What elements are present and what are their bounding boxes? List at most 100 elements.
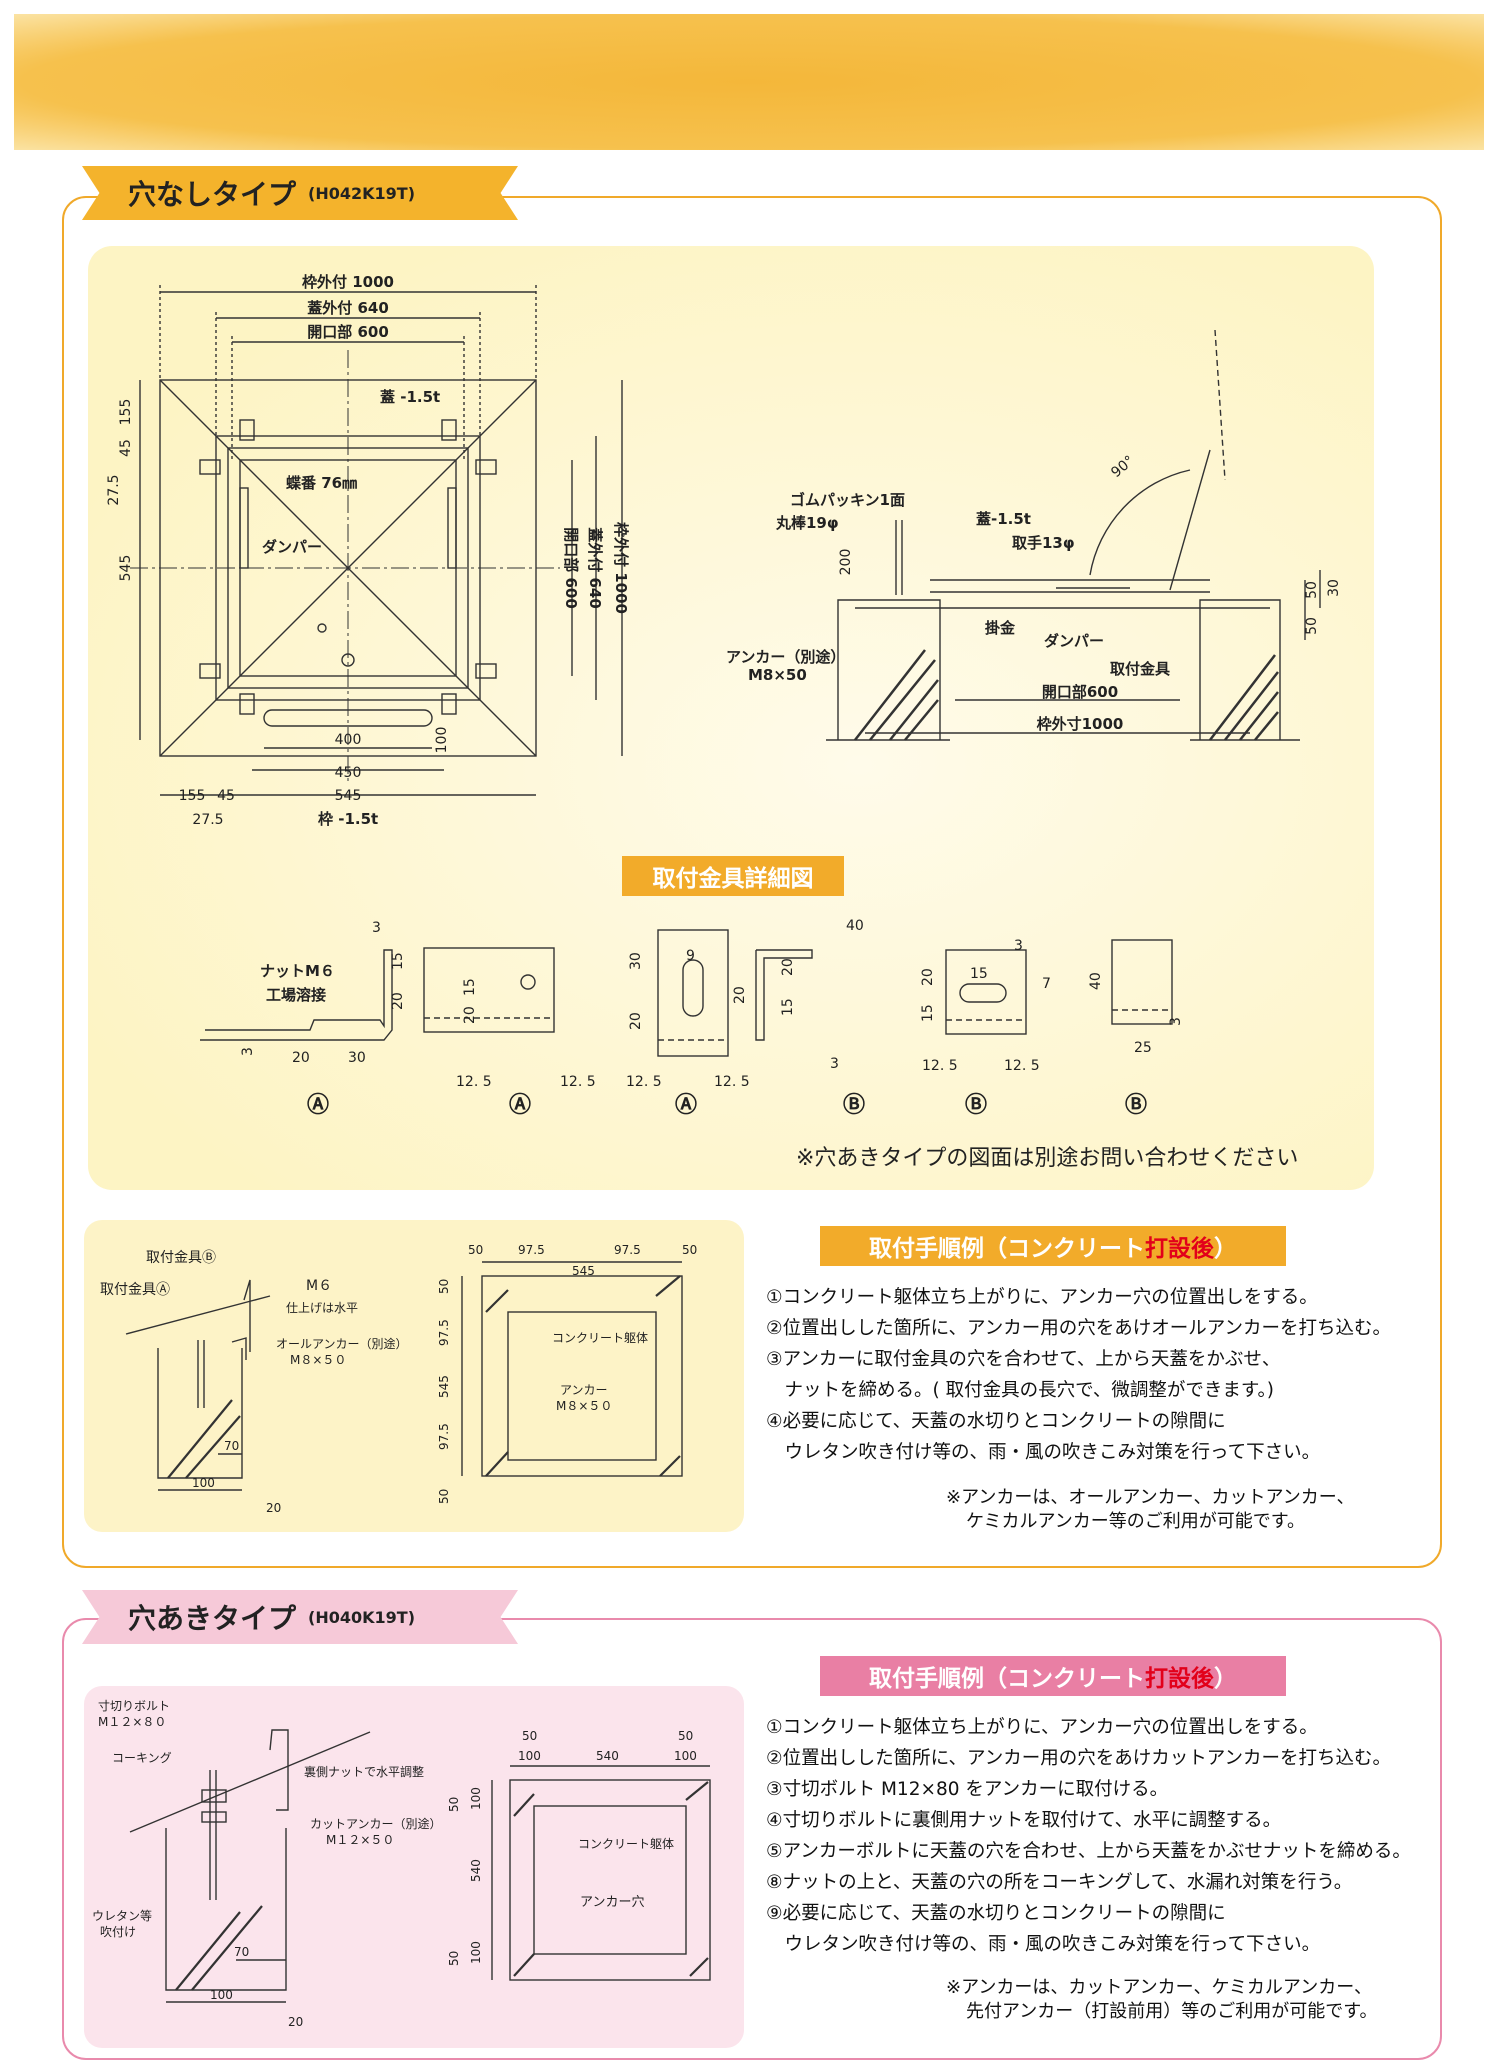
- detail-a2-15: 15: [462, 978, 478, 996]
- inst-b-top-50b: 50: [678, 1729, 693, 1743]
- type-b-proc-heading-pre: 取付手順例（コンクリート: [869, 1666, 1145, 1692]
- top-banner: [14, 14, 1484, 150]
- detail-nut: ナットM６: [260, 962, 335, 980]
- type-a-proc-heading-post: ）: [1214, 1236, 1237, 1262]
- inst-a-anchor-size: M８×５０: [290, 1353, 346, 1367]
- inst-b-d100: 100: [210, 1988, 233, 2002]
- inst-a-finish: 仕上げは水平: [286, 1301, 358, 1315]
- inst-b-concrete: コンクリート躯体: [578, 1836, 674, 1851]
- detail-a2-125b: 12. 5: [560, 1074, 596, 1090]
- detail-b2-7: 7: [1042, 976, 1051, 992]
- bracket-detail-heading: 取付金具詳細図: [622, 856, 844, 896]
- detail-b1-3: 3: [830, 1056, 839, 1072]
- type-b-anchor-note-1: ※アンカーは、カットアンカー、ケミカルアンカー、: [946, 1977, 1373, 1998]
- type-b-step-4: ④寸切りボルトに裏側用ナットを取付けて、水平に調整する。: [766, 1810, 1282, 1831]
- type-a-title: 穴なしタイプ: [128, 178, 297, 211]
- inst-b-cut-size: M１２×５０: [326, 1833, 394, 1847]
- type-b-step-5: ⑤アンカーボルトに天蓋の穴を合わせ、上から天蓋をかぶせナットを締める。: [766, 1841, 1411, 1862]
- type-a-anchor-note-2: ケミカルアンカー等のご利用が可能です。: [966, 1511, 1305, 1532]
- detail-b3-40: 40: [1088, 972, 1104, 990]
- section-lid: 蓋-1.5t: [976, 510, 1031, 528]
- type-a-proc-heading-red: 打設後: [1145, 1236, 1214, 1262]
- detail-a2-20: 20: [462, 1006, 478, 1024]
- detail-weld: 工場溶接: [266, 986, 326, 1004]
- inst-b-urethane: ウレタン等: [92, 1909, 152, 1923]
- section-frame: 枠外寸1000: [1037, 715, 1124, 733]
- detail-b2-15v: 15: [920, 1004, 936, 1022]
- inst-b-top-540: 540: [596, 1749, 619, 1763]
- type-b-code: (H040K19T): [308, 1607, 416, 1627]
- inst-a-anc: アンカー: [560, 1383, 608, 1397]
- plan-side-opening: 開口部 600: [562, 527, 580, 609]
- detail-b2-125b: 12. 5: [1004, 1058, 1040, 1074]
- plan-dim-450: 450: [335, 765, 362, 781]
- detail-b2-20: 20: [920, 968, 936, 986]
- type-a-anchor-note-1: ※アンカーは、オールアンカー、カットアンカー、: [946, 1487, 1355, 1508]
- detail-a1-20: 20: [292, 1050, 310, 1066]
- type-b-proc-heading-red: 打設後: [1145, 1666, 1214, 1692]
- plan-dim-45: 45: [118, 439, 134, 457]
- section-anchor-size: M8×50: [748, 666, 807, 684]
- section-dim-50b: 50: [1304, 617, 1320, 635]
- plan-bottom-45: 45: [217, 788, 235, 804]
- plan-lid-outer: 蓋外付 640: [307, 299, 389, 317]
- detail-a3-125b: 12. 5: [714, 1074, 750, 1090]
- section-dim-200: 200: [838, 549, 854, 576]
- detail-a1-20v: 20: [390, 992, 406, 1010]
- detail-a3-9: 9: [686, 948, 695, 964]
- detail-label-a3: Ⓐ: [675, 1092, 697, 1118]
- inst-a-anchor: オールアンカー（別途）: [276, 1336, 408, 1351]
- inst-a-left-50a: 50: [437, 1279, 451, 1294]
- type-b-procedure-heading: 取付手順例（コンクリート打設後）: [820, 1656, 1286, 1696]
- type-a-code: (H042K19T): [308, 183, 416, 203]
- inst-a-anc-size: M８×５０: [556, 1399, 612, 1413]
- type-a-step-4: ナットを締める。( 取付金具の長穴で、微調整ができます。): [766, 1380, 1274, 1401]
- inst-b-d20: 20: [288, 2015, 303, 2029]
- detail-b1-20: 20: [780, 958, 796, 976]
- detail-a1-15: 15: [390, 952, 406, 970]
- detail-b3-3: 3: [1168, 1017, 1184, 1026]
- type-b-inquiry-note: ※穴あきタイプの図面は別途お問い合わせください: [796, 1146, 1299, 1171]
- plan-side-lid: 蓋外付 640: [586, 527, 604, 609]
- inst-b-top-100b: 100: [674, 1749, 697, 1763]
- plan-damper: ダンパー: [262, 538, 322, 556]
- type-a-drawing-area: [88, 246, 1374, 1190]
- inst-a-top-50a: 50: [468, 1243, 483, 1257]
- plan-lid-thickness: 蓋 -1.5t: [380, 388, 440, 406]
- plan-dim-100: 100: [434, 727, 450, 754]
- detail-b2-125a: 12. 5: [922, 1058, 958, 1074]
- inst-a-d70: 70: [224, 1439, 239, 1453]
- detail-label-b3: Ⓑ: [1125, 1092, 1147, 1118]
- type-a-step-6: ウレタン吹き付け等の、雨・風の吹きこみ対策を行って下さい。: [766, 1442, 1321, 1463]
- section-bracket: 取付金具: [1110, 660, 1170, 678]
- inst-a-concrete: コンクリート躯体: [552, 1330, 648, 1345]
- type-a-install-area: [84, 1220, 744, 1532]
- type-a-step-5: ④必要に応じて、天蓋の水切りとコンクリートの隙間に: [766, 1411, 1226, 1432]
- inst-b-cut-anchor: カットアンカー（別途）: [310, 1816, 442, 1831]
- inst-b-left-100b: 100: [469, 1941, 483, 1964]
- type-b-step-6: ⑧ナットの上と、天蓋の穴の所をコーキングして、水漏れ対策を行う。: [766, 1872, 1353, 1893]
- section-dim-50a: 50: [1304, 581, 1320, 599]
- type-b-steps: ①コンクリート躯体立ち上がりに、アンカー穴の位置出しをする。 ②位置出しした箇所…: [766, 1712, 1411, 1960]
- type-a-step-2: ②位置出しした箇所に、アンカー用の穴をあけオールアンカーを打ち込む。: [766, 1318, 1392, 1339]
- inst-b-top-100a: 100: [518, 1749, 541, 1763]
- type-a-steps: ①コンクリート躯体立ち上がりに、アンカー穴の位置出しをする。 ②位置出しした箇所…: [766, 1282, 1391, 1468]
- plan-hinge: 蝶番 76㎜: [286, 474, 357, 492]
- inst-b-anchor-hole: アンカー穴: [580, 1895, 644, 1910]
- detail-a1-3b: 3: [240, 1047, 256, 1056]
- plan-frame-thickness: 枠 -1.5t: [318, 810, 378, 828]
- type-b-step-2: ②位置出しした箇所に、アンカー用の穴をあけカットアンカーを打ち込む。: [766, 1748, 1392, 1769]
- detail-b2-15h: 15: [970, 966, 988, 982]
- inst-a-top-975b: 97.5: [614, 1243, 641, 1257]
- detail-a3-125a: 12. 5: [626, 1074, 662, 1090]
- inst-b-spray: 吹付け: [100, 1925, 136, 1939]
- type-b-proc-heading-post: ）: [1214, 1666, 1237, 1692]
- section-rod: 丸棒19φ: [775, 514, 839, 532]
- detail-a3-30: 30: [628, 952, 644, 970]
- inst-b-left-540: 540: [469, 1859, 483, 1882]
- inst-a-top-975a: 97.5: [518, 1243, 545, 1257]
- section-latch: 掛金: [985, 619, 1016, 637]
- inst-a-left-545: 545: [437, 1375, 451, 1398]
- type-a-procedure-heading: 取付手順例（コンクリート打設後）: [820, 1226, 1286, 1266]
